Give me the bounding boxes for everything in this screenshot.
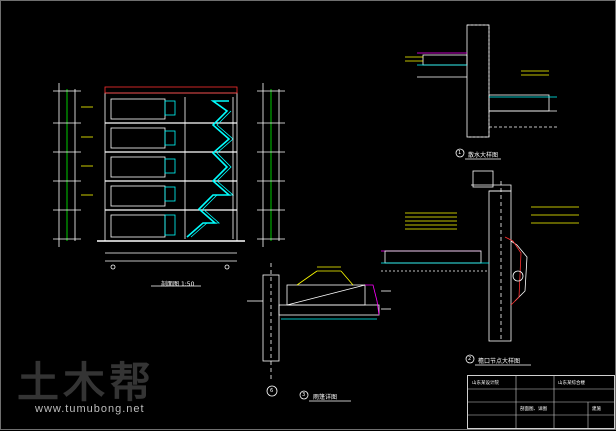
detail-2-title: 檐口节点大样图: [478, 358, 521, 365]
watermark-logo: 土木帮: [17, 358, 156, 407]
detail-1-drawing: [405, 24, 557, 160]
detail-2-drawing: [381, 170, 579, 366]
detail-3-title: 雨篷详图: [313, 394, 338, 401]
title-block-sheet-no: 建施: [592, 407, 601, 412]
detail-2-number: 2: [468, 356, 472, 362]
title-block: 山东某设计院 山东某综合楼 剖面图、详图 建施: [467, 375, 615, 429]
title-block-sheet-name: 剖面图、详图: [520, 407, 547, 412]
detail-3-drawing: [247, 263, 391, 402]
section-title: 剖面图 1:50: [161, 281, 195, 288]
detail-1-number: 1: [458, 150, 462, 156]
axis-label: 6: [270, 388, 274, 394]
title-block-company: 山东某设计院: [472, 381, 499, 386]
detail-3-number: 3: [302, 392, 306, 398]
title-block-grid: [468, 376, 614, 428]
watermark-url: www.tumubong.net: [35, 403, 145, 415]
section-elevation: [53, 83, 285, 287]
detail-1-title: 散水大样图: [468, 152, 499, 159]
title-block-project: 山东某综合楼: [558, 381, 585, 386]
